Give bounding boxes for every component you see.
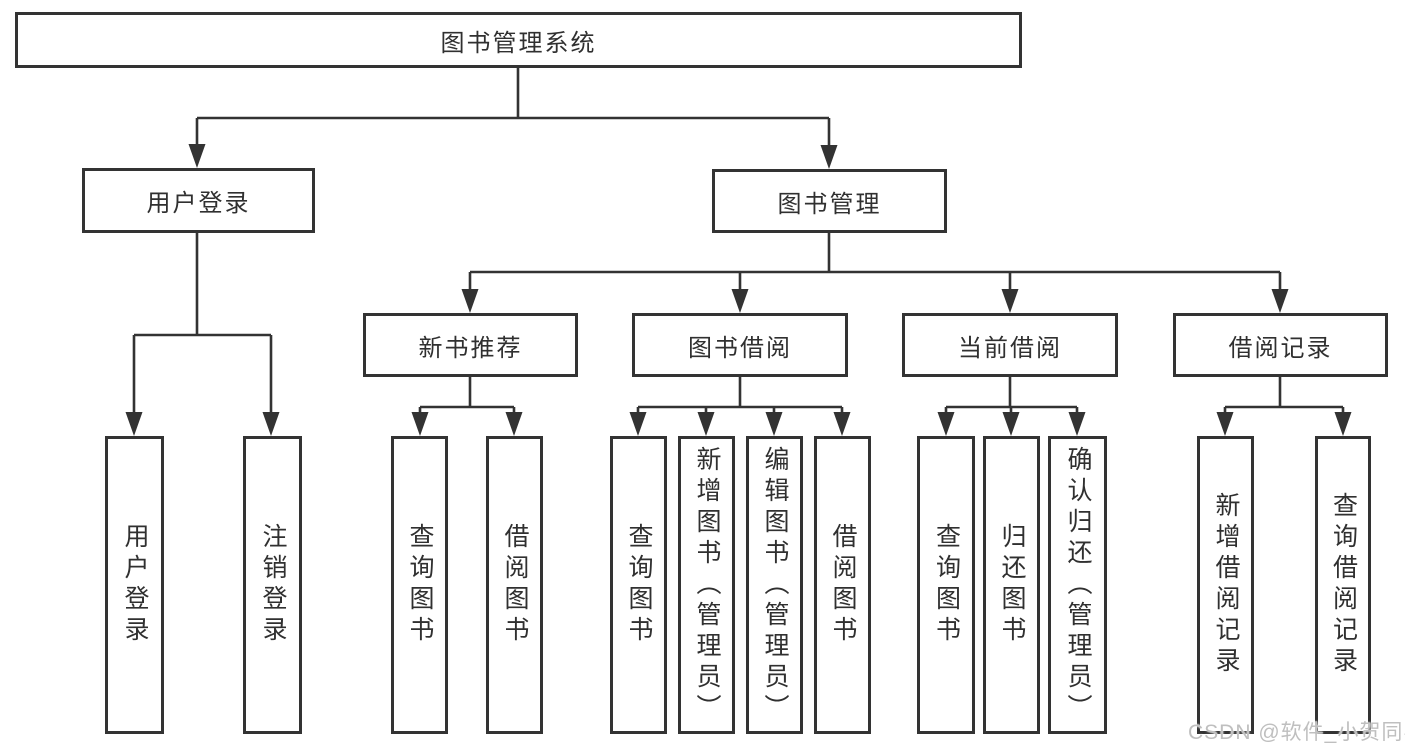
leaf-user-login: 用户登录 — [105, 436, 164, 734]
watermark: CSDN @软件_小贺同学 — [1188, 721, 1405, 744]
node-user-login: 用户登录 — [82, 168, 315, 233]
node-book-management-system: 图书管理系统 — [15, 12, 1022, 68]
leaf-add-borrow-record: 新增借阅记录 — [1197, 436, 1254, 734]
arrowheads — [125, 144, 1352, 436]
node-book-management: 图书管理 — [712, 169, 947, 233]
leaf-borrow-books-borrowing: 借阅图书 — [814, 436, 871, 734]
leaf-query-borrow-record: 查询借阅记录 — [1315, 436, 1371, 734]
leaf-query-books-current: 查询图书 — [917, 436, 975, 734]
node-new-book-recommendation: 新书推荐 — [363, 313, 578, 377]
leaf-edit-books-admin: 编辑图书（管理员） — [746, 436, 803, 734]
leaf-return-books: 归还图书 — [983, 436, 1040, 734]
leaf-confirm-return-admin: 确认归还（管理员） — [1048, 436, 1107, 734]
leaf-add-books-admin: 新增图书（管理员） — [678, 436, 735, 734]
leaf-query-books-recommend: 查询图书 — [391, 436, 448, 734]
leaf-borrow-books-recommend: 借阅图书 — [486, 436, 543, 734]
node-current-borrowing: 当前借阅 — [902, 313, 1118, 377]
node-borrowing-records: 借阅记录 — [1173, 313, 1388, 377]
node-book-borrowing: 图书借阅 — [632, 313, 848, 377]
leaf-query-books-borrowing: 查询图书 — [610, 436, 667, 734]
leaf-logout: 注销登录 — [243, 436, 302, 734]
